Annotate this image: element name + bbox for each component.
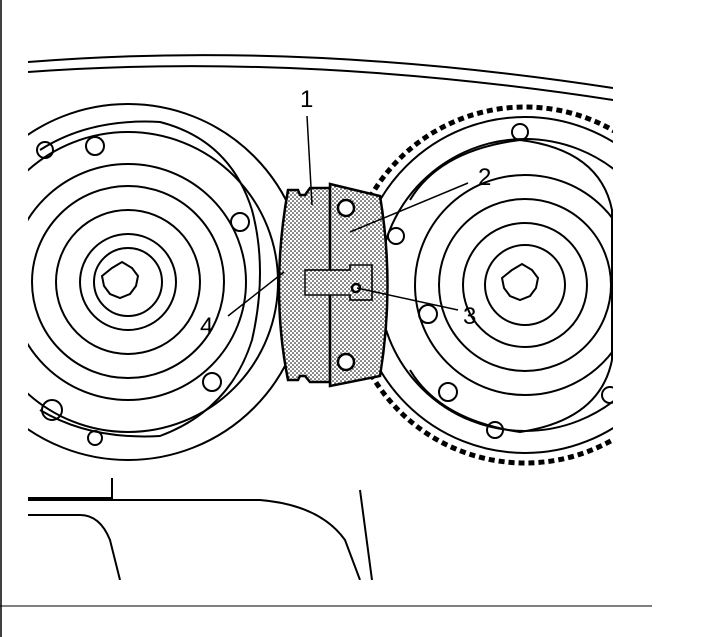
callout-3: 3 <box>463 303 476 330</box>
housing-line-d <box>359 489 373 580</box>
housing-line-a <box>28 478 113 499</box>
left-camshaft-sprocket <box>28 103 307 461</box>
housing-line-c <box>28 514 121 580</box>
leader-line-4 <box>227 271 285 317</box>
cover-edge-outer <box>28 54 613 89</box>
callout-2: 2 <box>478 164 491 191</box>
right-camshaft-sprocket <box>344 104 613 466</box>
leader-line-2 <box>349 182 469 233</box>
callout-4: 4 <box>200 313 213 340</box>
leader-line-1 <box>306 115 313 206</box>
camshaft-locking-tool <box>277 182 389 388</box>
housing-line-b <box>28 499 361 580</box>
leader-line-3 <box>356 287 459 311</box>
callout-1: 1 <box>300 86 313 113</box>
cover-edge-inner <box>28 65 613 101</box>
